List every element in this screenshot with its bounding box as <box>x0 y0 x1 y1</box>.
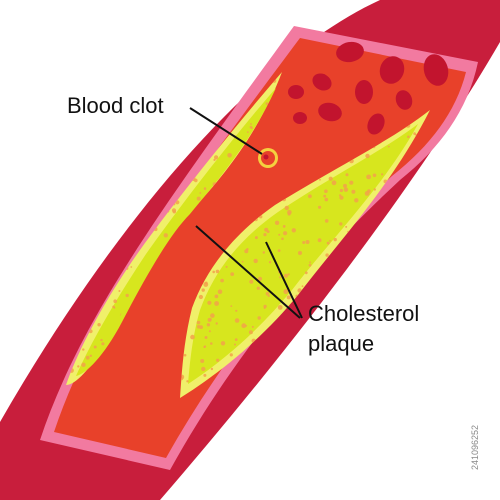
stock-watermark-id: 241096252 <box>470 424 480 470</box>
plaque-leader-line-lower <box>265 241 303 319</box>
clot-leader-line <box>189 107 263 155</box>
red-blood-cells <box>288 41 449 135</box>
leader-lines <box>189 107 303 319</box>
plaque-leader-line-upper <box>195 225 301 319</box>
cholesterol-label-line2: plaque <box>308 331 375 356</box>
cholesterol-label-line1: Cholesterol <box>308 301 420 326</box>
blood-clot <box>258 148 278 168</box>
blood-clot-label: Blood clot <box>67 93 164 118</box>
cholesterol-plaque-label: Cholesterol plaque <box>308 299 419 359</box>
